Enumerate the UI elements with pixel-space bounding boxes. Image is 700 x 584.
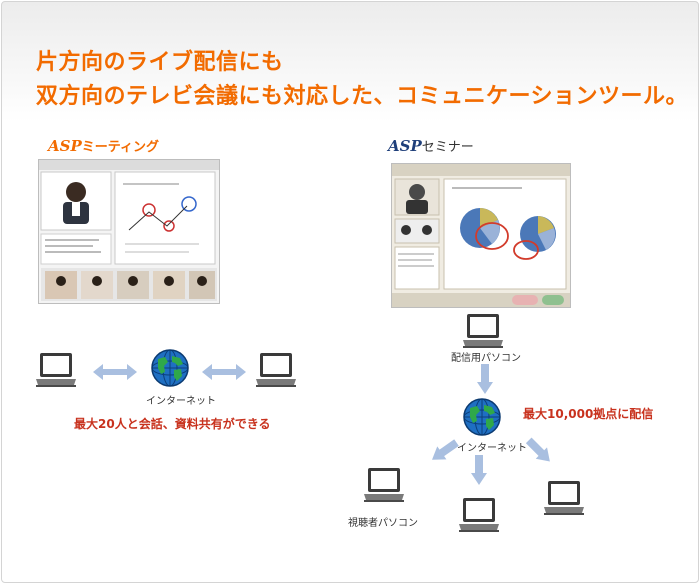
double-arrow-icon xyxy=(93,363,137,381)
seminar-screenshot-illustration xyxy=(392,164,570,307)
seminar-caption: 最大10,000拠点に配信 xyxy=(523,407,654,421)
seminar-brand: ASP xyxy=(388,137,422,155)
meeting-network-label: インターネット xyxy=(146,396,216,407)
laptop-icon xyxy=(34,352,78,388)
meeting-screenshot xyxy=(38,159,220,304)
seminar-name: セミナー xyxy=(421,140,474,155)
laptop-icon xyxy=(254,352,298,388)
sender-pc-label: 配信用パソコン xyxy=(451,353,521,364)
laptop-icon xyxy=(457,497,501,533)
down-arrow-icon xyxy=(477,364,493,394)
seminar-product-title: ASPセミナー xyxy=(388,136,474,155)
meeting-screenshot-illustration xyxy=(39,160,219,301)
meeting-caption: 最大20人と会話、資料共有ができる xyxy=(74,417,271,431)
globe-icon xyxy=(150,348,190,388)
seminar-screenshot xyxy=(391,163,571,308)
seminar-network-label: インターネット xyxy=(457,443,527,454)
laptop-icon xyxy=(362,467,406,503)
meeting-product-title: ASPミーティング xyxy=(48,136,159,155)
laptop-icon xyxy=(542,480,586,516)
meeting-name: ミーティング xyxy=(81,140,159,155)
down-arrow-icon xyxy=(427,436,462,467)
headline-line-1: 片方向のライブ配信にも xyxy=(36,50,284,75)
laptop-icon xyxy=(461,313,505,349)
double-arrow-icon xyxy=(202,363,246,381)
globe-icon xyxy=(462,397,502,437)
meeting-brand: ASP xyxy=(48,137,82,155)
viewer-pc-label: 視聴者パソコン xyxy=(348,518,418,529)
headline-line-2: 双方向のテレビ会議にも対応した、コミュニケーションツール。 xyxy=(36,84,689,109)
down-arrow-icon xyxy=(471,455,487,485)
down-arrow-icon xyxy=(523,434,556,468)
